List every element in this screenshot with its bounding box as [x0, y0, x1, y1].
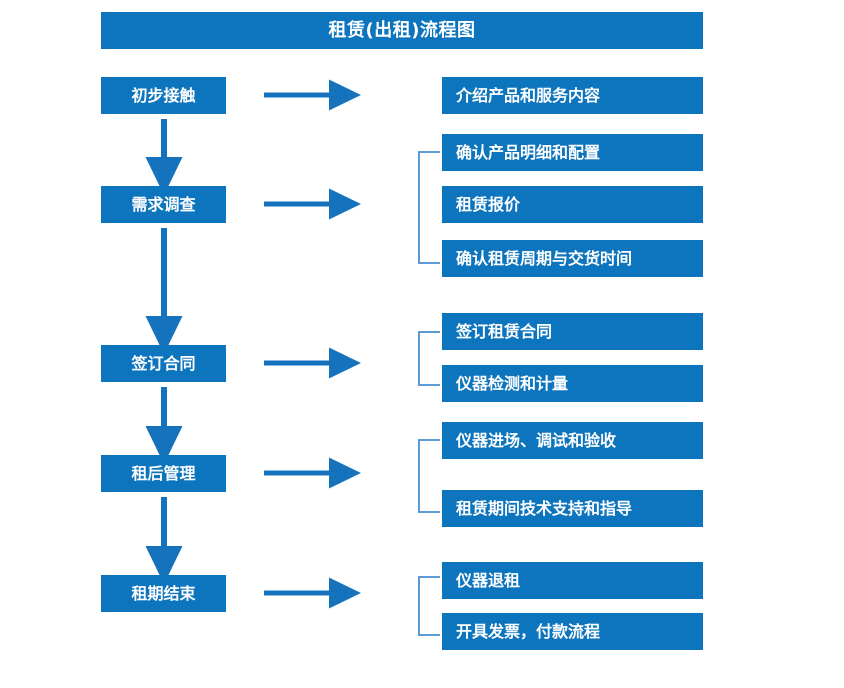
stage-box-post-rental-management[interactable]: 租后管理	[101, 455, 226, 492]
page-title: 租赁(出租)流程图	[101, 12, 703, 49]
stage-box-initial-contact[interactable]: 初步接触	[101, 77, 226, 114]
detail-box-rental-quotation[interactable]: 租赁报价	[442, 186, 703, 223]
detail-box-instrument-return[interactable]: 仪器退租	[442, 562, 703, 599]
bracket-needs	[418, 151, 440, 264]
bracket-end	[418, 576, 440, 636]
detail-box-instrument-inspection[interactable]: 仪器检测和计量	[442, 365, 703, 402]
bracket-management	[418, 439, 440, 513]
detail-box-confirm-period-delivery[interactable]: 确认租赁周期与交货时间	[442, 240, 703, 277]
stage-box-sign-contract[interactable]: 签订合同	[101, 345, 226, 382]
bracket-contract	[418, 331, 440, 386]
detail-box-invoice-payment[interactable]: 开具发票，付款流程	[442, 613, 703, 650]
stage-box-rental-end[interactable]: 租期结束	[101, 575, 226, 612]
detail-box-sign-rental-contract[interactable]: 签订租赁合同	[442, 313, 703, 350]
detail-box-instrument-entry-commissioning[interactable]: 仪器进场、调试和验收	[442, 422, 703, 459]
detail-box-technical-support[interactable]: 租赁期间技术支持和指导	[442, 490, 703, 527]
stage-box-needs-survey[interactable]: 需求调查	[101, 186, 226, 223]
detail-box-confirm-product-spec[interactable]: 确认产品明细和配置	[442, 134, 703, 171]
detail-box-introduce-products[interactable]: 介绍产品和服务内容	[442, 77, 703, 114]
